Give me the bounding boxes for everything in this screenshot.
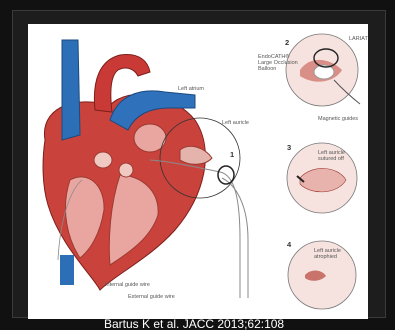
label-left-auricle: Left auricle [222,120,249,126]
label-endocath: EndoCATH® Large Occlusion Balloon [258,54,300,72]
citation-text: Bartus K et al. JACC 2013;62:108 [104,318,395,330]
label-internal-wire: Internal guide wire [105,282,150,288]
inferior-vena-cava [60,255,74,285]
step-number-4: 4 [287,240,291,249]
vena-cava [62,40,80,140]
valve-2 [119,163,133,177]
label-auricle-atrophied: Left auricle atrophied [314,248,354,260]
label-lariat: LARIAT [349,36,368,42]
label-external-wire: External guide wire [128,294,175,300]
left-auricle-shape [180,146,212,164]
step-number-3: 3 [287,143,291,152]
valve-1 [94,152,112,168]
label-auricle-sutured: Left auricle sutured off [318,150,354,162]
step-number-1: 1 [230,150,234,159]
label-magnetic-guides: Magnetic guides [318,116,358,122]
label-left-atrium: Left atrium [178,86,204,92]
step-number-2: 2 [285,38,289,47]
guide-wire-external [222,178,248,298]
